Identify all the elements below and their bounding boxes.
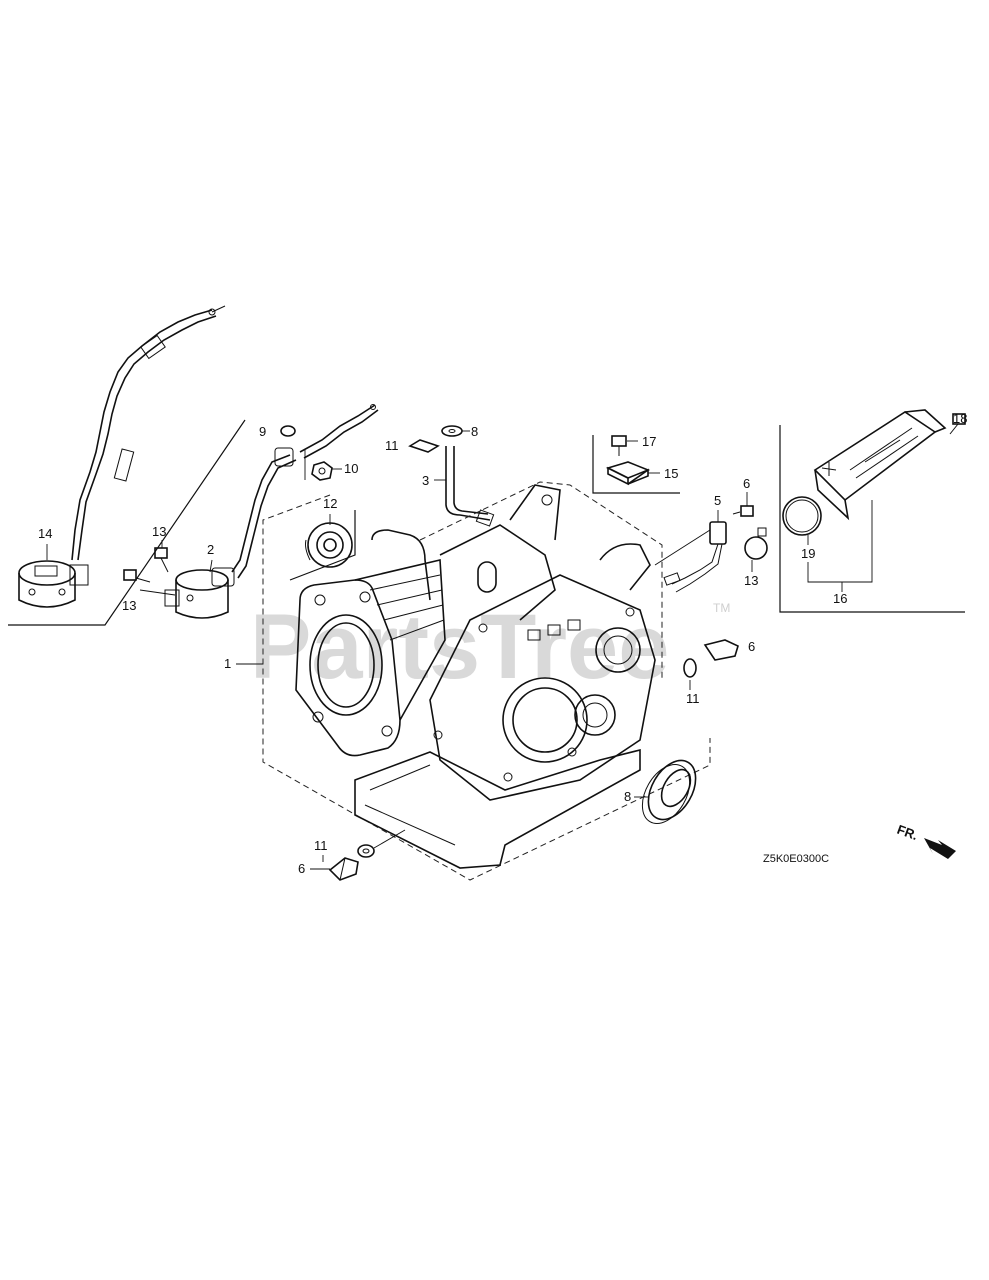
callout-6-right: 6: [748, 639, 755, 654]
callout-5: 6: [743, 476, 750, 491]
callout-17: 15: [664, 466, 678, 481]
governor-shaft-3[interactable]: [445, 446, 495, 527]
callout-14: 12: [323, 496, 337, 511]
callout-19: 17: [642, 434, 656, 449]
oil-filler-cap-18[interactable]: [813, 409, 947, 521]
screw-13-top[interactable]: [154, 547, 169, 573]
drain-bolt-6-right[interactable]: [703, 639, 739, 661]
callout-2: 2: [207, 542, 214, 557]
bolt-5[interactable]: [732, 505, 754, 517]
callout-11-left: 11: [314, 838, 328, 853]
callout-6-left: 6: [298, 861, 305, 876]
callout-20: 18: [953, 411, 967, 426]
o-ring-21[interactable]: [782, 496, 822, 536]
callout-13-left: 13: [122, 598, 136, 613]
callout-18: 16: [833, 591, 847, 606]
callout-16: 14: [38, 526, 52, 541]
front-direction-arrow-icon: [924, 838, 956, 859]
callout-1: 1: [224, 656, 231, 671]
washer-11-left[interactable]: [357, 844, 375, 858]
bolt-20[interactable]: [949, 413, 966, 435]
plate-17[interactable]: [605, 461, 651, 486]
screw-13-left[interactable]: [123, 569, 151, 583]
callout-11-right: 11: [686, 691, 700, 706]
callout-4: 5: [714, 493, 721, 508]
choke-cable-assembly[interactable]: [8, 305, 246, 626]
callout-7: 8: [471, 424, 478, 439]
stop-switch-assembly[interactable]: [164, 404, 379, 619]
oil-sensor-4[interactable]: [663, 521, 727, 593]
clip-12[interactable]: [408, 439, 440, 453]
front-indicator: FR.: [895, 822, 920, 843]
oil-seal-8[interactable]: [633, 752, 706, 831]
callout-9: 9: [259, 424, 266, 439]
callout-10: 10: [344, 461, 358, 476]
callout-3: 3: [422, 473, 429, 488]
watermark-trademark: TM: [713, 601, 730, 615]
washer-9[interactable]: [280, 425, 296, 437]
bolt-19[interactable]: [611, 435, 627, 456]
callout-21: 19: [801, 546, 815, 561]
callout-15: 13: [744, 573, 758, 588]
diagram-code: Z5K0E0300C: [763, 853, 829, 865]
washer-7[interactable]: [441, 425, 463, 437]
callout-12: 11: [385, 438, 399, 453]
nut-10[interactable]: [311, 461, 333, 481]
callout-8: 8: [624, 789, 631, 804]
bearing-14[interactable]: [289, 510, 356, 581]
washer-11-right[interactable]: [683, 658, 697, 678]
drain-bolt-6-left[interactable]: [328, 857, 359, 881]
clamp-15[interactable]: [744, 527, 768, 560]
callout-13-top: 13: [152, 524, 166, 539]
crankcase-1[interactable]: [262, 481, 711, 881]
